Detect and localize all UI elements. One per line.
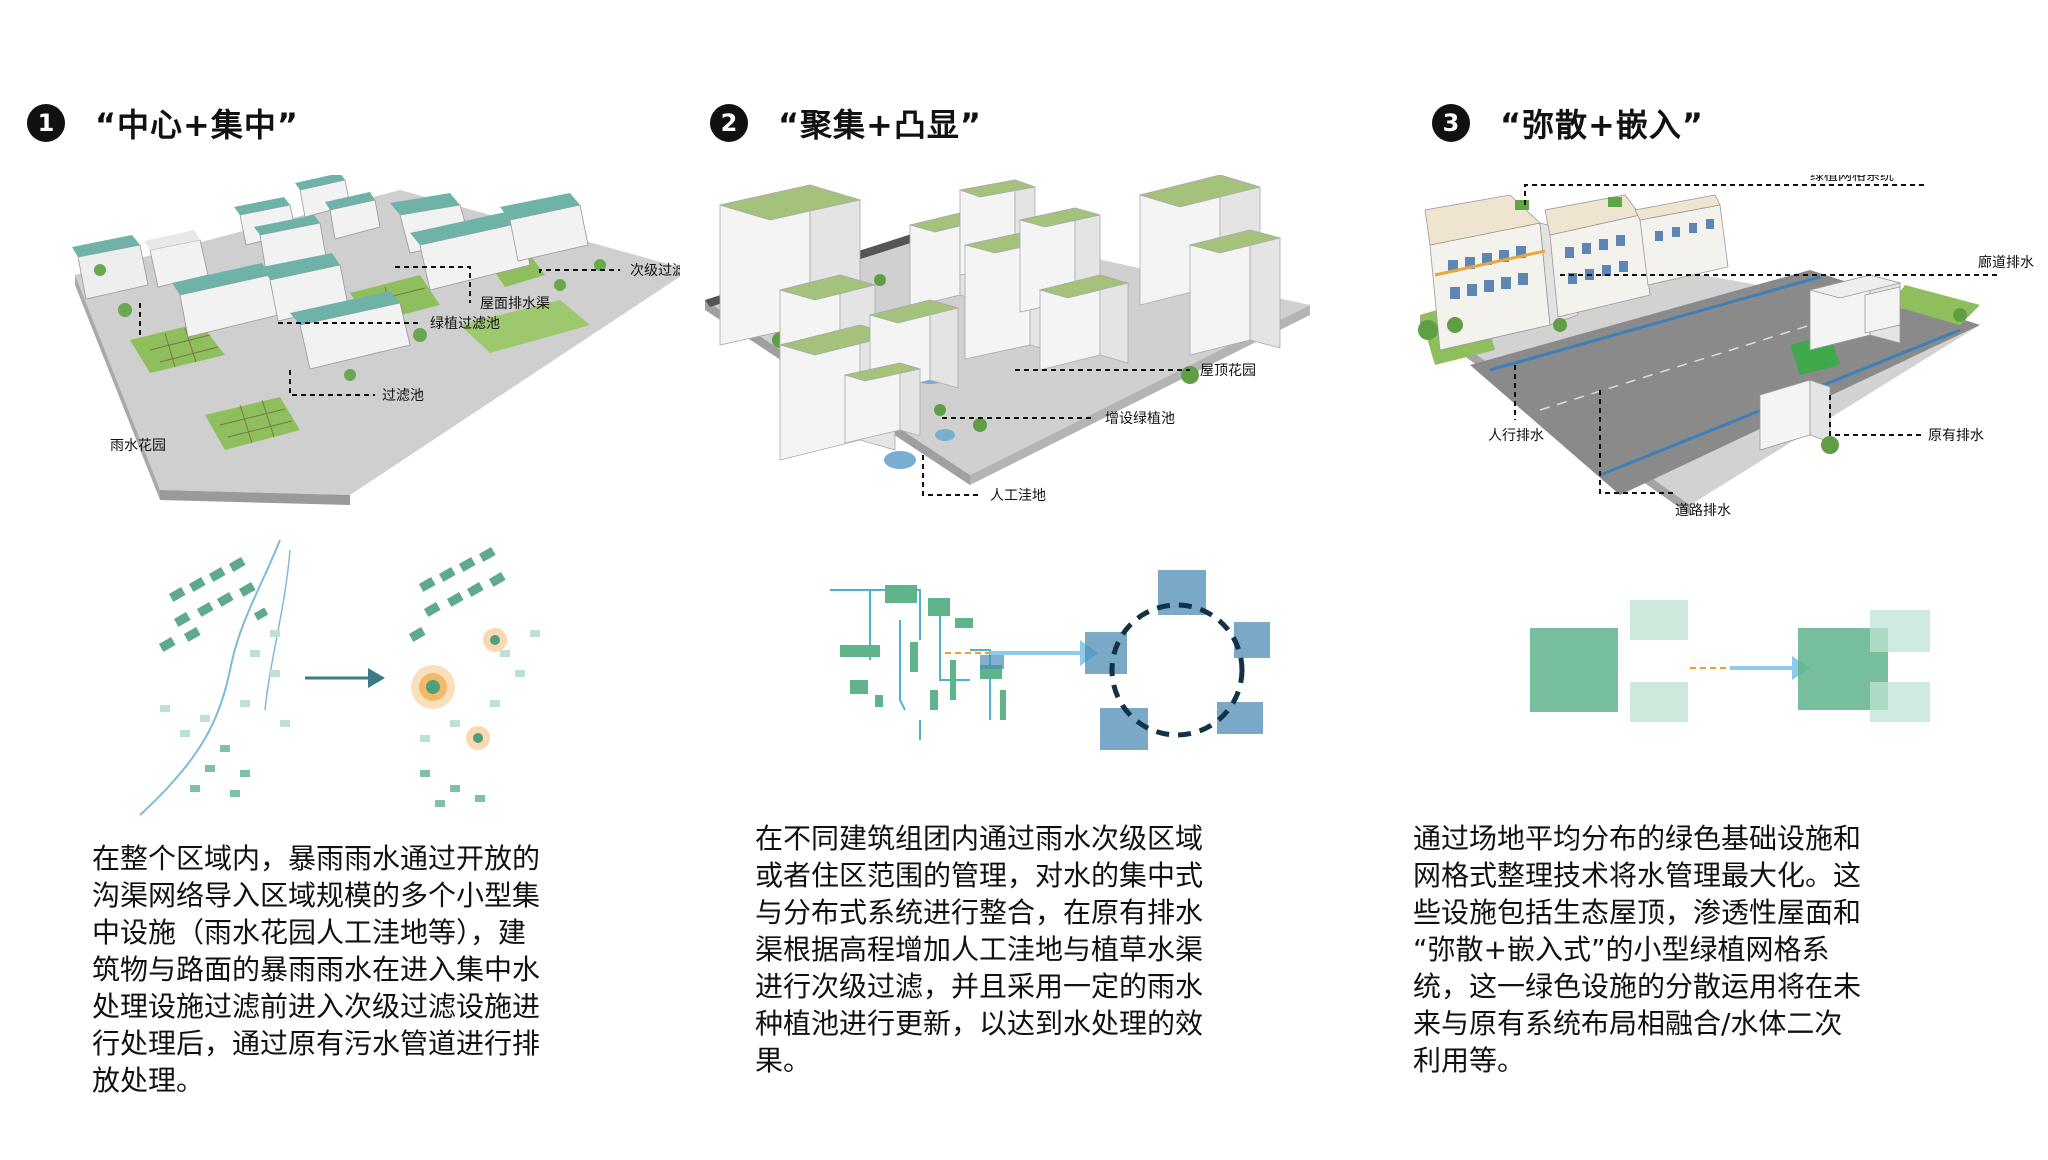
building-8 [410, 211, 531, 291]
label-sidewalk-drain: 人行排水 [1488, 428, 1544, 444]
panel-1: 1 “中心+集中” [0, 0, 680, 1160]
building-9 [500, 193, 589, 262]
river-line [139, 539, 281, 816]
panel-1-illustration: 次级过滤 屋面排水渠 绿植过滤池 雨水花园 过滤池 [72, 175, 680, 505]
paragraph-line: 统，这一绿色设施的分散运用将在未 [1413, 970, 1862, 1003]
label-rain-garden: 雨水花园 [110, 438, 166, 454]
paragraph-line: 渠根据高程增加人工洼地与植草水渠 [755, 933, 1204, 966]
paragraph-line: 与分布式系统进行整合，在原有排水 [755, 896, 1204, 929]
label-corridor-drain: 廊道排水 [1978, 254, 2034, 271]
panel-3-heading: 3 “弥散+嵌入” [1432, 100, 1704, 146]
paragraph-line: 进行次级过滤，并且采用一定的雨水 [755, 970, 1204, 1003]
label-secondary-filter: 次级过滤 [630, 263, 680, 279]
panel-2-concept-diagram [830, 570, 1270, 750]
paragraph-line: 在整个区域内，暴雨雨水通过开放的 [92, 842, 541, 875]
aggregation-ring [1085, 570, 1270, 750]
paragraph-line: 网格式整理技术将水管理最大化。这 [1413, 859, 1862, 892]
collection-point-medium [483, 628, 507, 652]
building-12 [290, 291, 411, 370]
label-roof-drain: 屋面排水渠 [480, 296, 550, 312]
panel-1-number: 1 [27, 104, 65, 142]
panel-2-heading: 2 “聚集+凸显” [710, 100, 982, 146]
panel-2-title: “聚集+凸显” [778, 106, 982, 144]
panel-3-illustration: 绿植网格系统 廊道排水 人行排水 原有排水 道路排水 [1418, 175, 2034, 519]
label-added-planter: 增设绿植池 [1105, 411, 1175, 427]
panel-2-paragraph: 在不同建筑组团内通过雨水次级区域 或者住区范围的管理，对水的集中式 与分布式系统… [755, 820, 1203, 1079]
paragraph-line: “弥散+嵌入式”的小型绿植网格系 [1413, 933, 1830, 966]
paragraph-line: 在不同建筑组团内通过雨水次级区域 [755, 822, 1204, 855]
label-roof-garden: 屋顶花园 [1200, 363, 1256, 379]
panel-1-paragraph: 在整个区域内，暴雨雨水通过开放的 沟渠网络导入区域规模的多个小型集 中设施（雨水… [92, 840, 540, 1099]
label-green-filter-pool: 绿植过滤池 [430, 316, 500, 332]
panel-1-concept-diagram [139, 539, 540, 816]
paragraph-line: 来与原有系统布局相融合/水体二次 [1413, 1007, 1843, 1040]
label-existing-drain: 原有排水 [1928, 428, 1984, 444]
paragraph-line: 中设施（雨水花园人工洼地等），建 [92, 916, 527, 949]
label-artificial-depression: 人工洼地 [990, 488, 1046, 504]
rain-garden [130, 323, 225, 373]
panel-2-illustration: 屋顶花园 增设绿植池 人工洼地 [705, 175, 1310, 504]
collection-point-large [411, 665, 455, 709]
paragraph-line: 种植池进行更新，以达到水处理的效 [755, 1007, 1204, 1040]
building-5 [325, 192, 381, 240]
label-green-grid-system: 绿植网格系统 [1810, 175, 1894, 184]
paragraph-line: 果。 [755, 1044, 812, 1077]
building-1 [72, 235, 149, 300]
green-roof-grid [1515, 200, 1529, 210]
panel-3-title: “弥散+嵌入” [1500, 106, 1704, 144]
corridor-drain-line [1489, 275, 1821, 372]
paragraph-line: 利用等。 [1413, 1044, 1526, 1077]
label-road-drain: 道路排水 [1675, 503, 1731, 519]
paragraph-line: 处理设施过滤前进入次级过滤设施进 [92, 990, 541, 1023]
paragraph-line: 筑物与路面的暴雨雨水在进入集中水 [92, 953, 541, 986]
panel-3: 3 “弥散+嵌入” [1360, 0, 2040, 1160]
paragraph-line: 沟渠网络导入区域规模的多个小型集 [92, 879, 541, 912]
paragraph-line: 通过场地平均分布的绿色基础设施和 [1413, 822, 1862, 855]
paragraph-line: 行处理后，通过原有污水管道进行排 [92, 1027, 541, 1060]
panel-1-title: “中心+集中” [95, 106, 299, 144]
paragraph-line: 或者住区范围的管理，对水的集中式 [755, 859, 1204, 892]
collection-point-small [466, 726, 490, 750]
panel-3-number: 3 [1432, 104, 1470, 142]
panel-3-paragraph: 通过场地平均分布的绿色基础设施和 网格式整理技术将水管理最大化。这 些设施包括生… [1413, 820, 1861, 1079]
drain-network [830, 589, 991, 740]
concentrated-block [1530, 628, 1618, 712]
paragraph-line: 些设施包括生态屋顶，渗透性屋面和 [1413, 896, 1862, 929]
panel-3-concept-diagram [1530, 600, 1930, 722]
paragraph-line: 放处理。 [92, 1064, 205, 1097]
label-filter-pool: 过滤池 [382, 388, 424, 404]
panel-2-number: 2 [710, 104, 748, 142]
panel-2: 2 “聚集+凸显” [680, 0, 1360, 1160]
building-10 [172, 263, 279, 338]
panel-1-heading: 1 “中心+集中” [27, 100, 299, 146]
